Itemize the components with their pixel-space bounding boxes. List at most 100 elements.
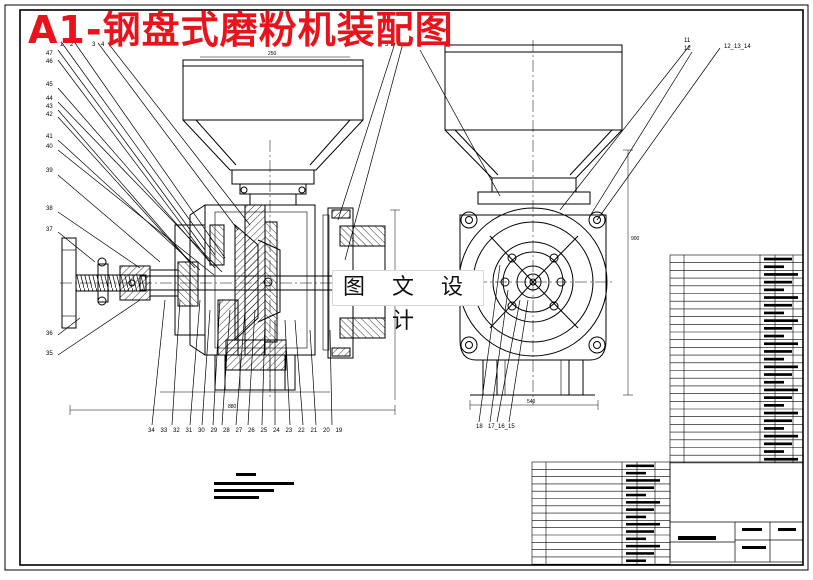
stand-side [470, 359, 595, 396]
svg-text:250: 250 [268, 51, 277, 57]
parts-entry-redacted [764, 342, 798, 346]
side-dimensions: 540 900 [469, 149, 640, 410]
pulley-front [322, 207, 386, 359]
balloon-label: 35 [46, 351, 53, 357]
balloon-label: 4 [101, 42, 105, 48]
outer-border [4, 4, 809, 571]
balloon-label: 17_16_15 [488, 424, 515, 430]
balloon-label: 44 [46, 96, 53, 102]
balloon-label: 32 [173, 428, 180, 434]
leaders-bottom [151, 299, 333, 426]
parts-entry-redacted [764, 296, 798, 299]
balloon-label: 45 [46, 82, 53, 88]
balloon-label: 3 [92, 42, 96, 48]
parts-entry-redacted [764, 288, 784, 292]
svg-text:900: 900 [631, 236, 640, 242]
parts-list-right [669, 254, 804, 464]
parts-entry-redacted [764, 434, 798, 438]
parts-entry-redacted [626, 552, 654, 555]
balloon-label: 21 [311, 428, 318, 434]
parts-entry-redacted [626, 544, 660, 548]
parts-entry-redacted [764, 280, 792, 284]
parts-entry-redacted [626, 471, 646, 475]
balloon-label: 31 [186, 428, 193, 434]
balloon-label: 12_13_14 [724, 44, 751, 50]
parts-list-bottom [531, 461, 671, 565]
balloon-label: 46 [46, 59, 53, 65]
side-view: 540 900 [419, 40, 721, 423]
parts-entry-redacted [764, 403, 784, 407]
parts-entry-redacted [626, 522, 660, 526]
balloon-label: 19 [336, 428, 343, 434]
parts-entry-redacted [764, 257, 792, 261]
balloon-label: 6 [397, 42, 401, 48]
parts-entry-redacted [764, 326, 792, 330]
drawing-title: A1-钢盘式磨粉机装配图 [28, 8, 454, 52]
parts-entry-redacted [764, 457, 798, 461]
balloon-label: 26 [248, 428, 255, 434]
parts-entry-redacted [764, 319, 798, 322]
balloon-label: 24 [273, 428, 280, 434]
svg-text:540: 540 [527, 399, 536, 405]
balloon-label: 23 [286, 428, 293, 434]
parts-entry-redacted [764, 442, 792, 446]
parts-entry-redacted [626, 464, 654, 468]
balloon-label: 5 [385, 42, 389, 48]
parts-entry-redacted [764, 350, 792, 353]
balloon-label: 18 [476, 424, 483, 430]
balloon-label: 20 [323, 428, 330, 434]
parts-entry-redacted [764, 380, 784, 384]
parts-entry-redacted [626, 559, 646, 563]
balloon-label: 12 [684, 46, 691, 52]
balloon-label: 33 [161, 428, 168, 434]
balloon-label: 37 [46, 227, 53, 233]
front-view: 250 [57, 42, 420, 426]
parts-entry-redacted [764, 357, 784, 361]
balloon-label: 40 [46, 144, 53, 150]
parts-entry-redacted [764, 273, 798, 276]
parts-entry-redacted [626, 501, 660, 504]
balloon-label: 29 [211, 428, 218, 434]
balloon-label: 1 [60, 42, 64, 48]
parts-entry-redacted [626, 493, 646, 497]
parts-entry-redacted [626, 486, 654, 490]
parts-entry-redacted [764, 373, 792, 376]
parts-entry-redacted [626, 515, 646, 519]
parts-entry-redacted [764, 419, 792, 423]
technical-notes [214, 473, 294, 499]
balloon-label: 2 [70, 42, 74, 48]
parts-entry-redacted [764, 388, 798, 392]
balloon-label: 38 [46, 206, 53, 212]
balloon-label: 39 [46, 168, 53, 174]
parts-entry-redacted [764, 365, 798, 369]
balloon-label: 30 [198, 428, 205, 434]
balloon-label: 27 [236, 428, 243, 434]
parts-entry-redacted [626, 508, 654, 511]
balloon-label: 43 [46, 104, 53, 110]
adjust-handwheel [61, 237, 199, 329]
leaders-left [57, 42, 404, 356]
balloon-label: 36 [46, 331, 53, 337]
balloon-label: 28 [223, 428, 230, 434]
parts-entry-redacted [626, 479, 660, 482]
leaders-side [419, 44, 721, 423]
watermark-label: 图 文 设 计 [332, 270, 484, 334]
housing-front [174, 204, 316, 391]
parts-entry-redacted [764, 303, 792, 307]
parts-entry-redacted [764, 334, 784, 338]
parts-entry-redacted [764, 427, 784, 430]
title-block [669, 461, 804, 563]
hopper-front: 250 [182, 51, 364, 205]
balloon-label: 34 [148, 428, 155, 434]
balloon-label: 47 [46, 51, 53, 57]
parts-entry-redacted [764, 311, 784, 315]
balloon-label: 42 [46, 112, 53, 118]
housing-side [455, 40, 612, 405]
parts-entry-redacted [764, 265, 784, 269]
parts-table-frame [669, 254, 804, 464]
parts-entry-redacted [626, 537, 646, 541]
balloon-label: 25 [261, 428, 268, 434]
balloon-label: 22 [298, 428, 305, 434]
